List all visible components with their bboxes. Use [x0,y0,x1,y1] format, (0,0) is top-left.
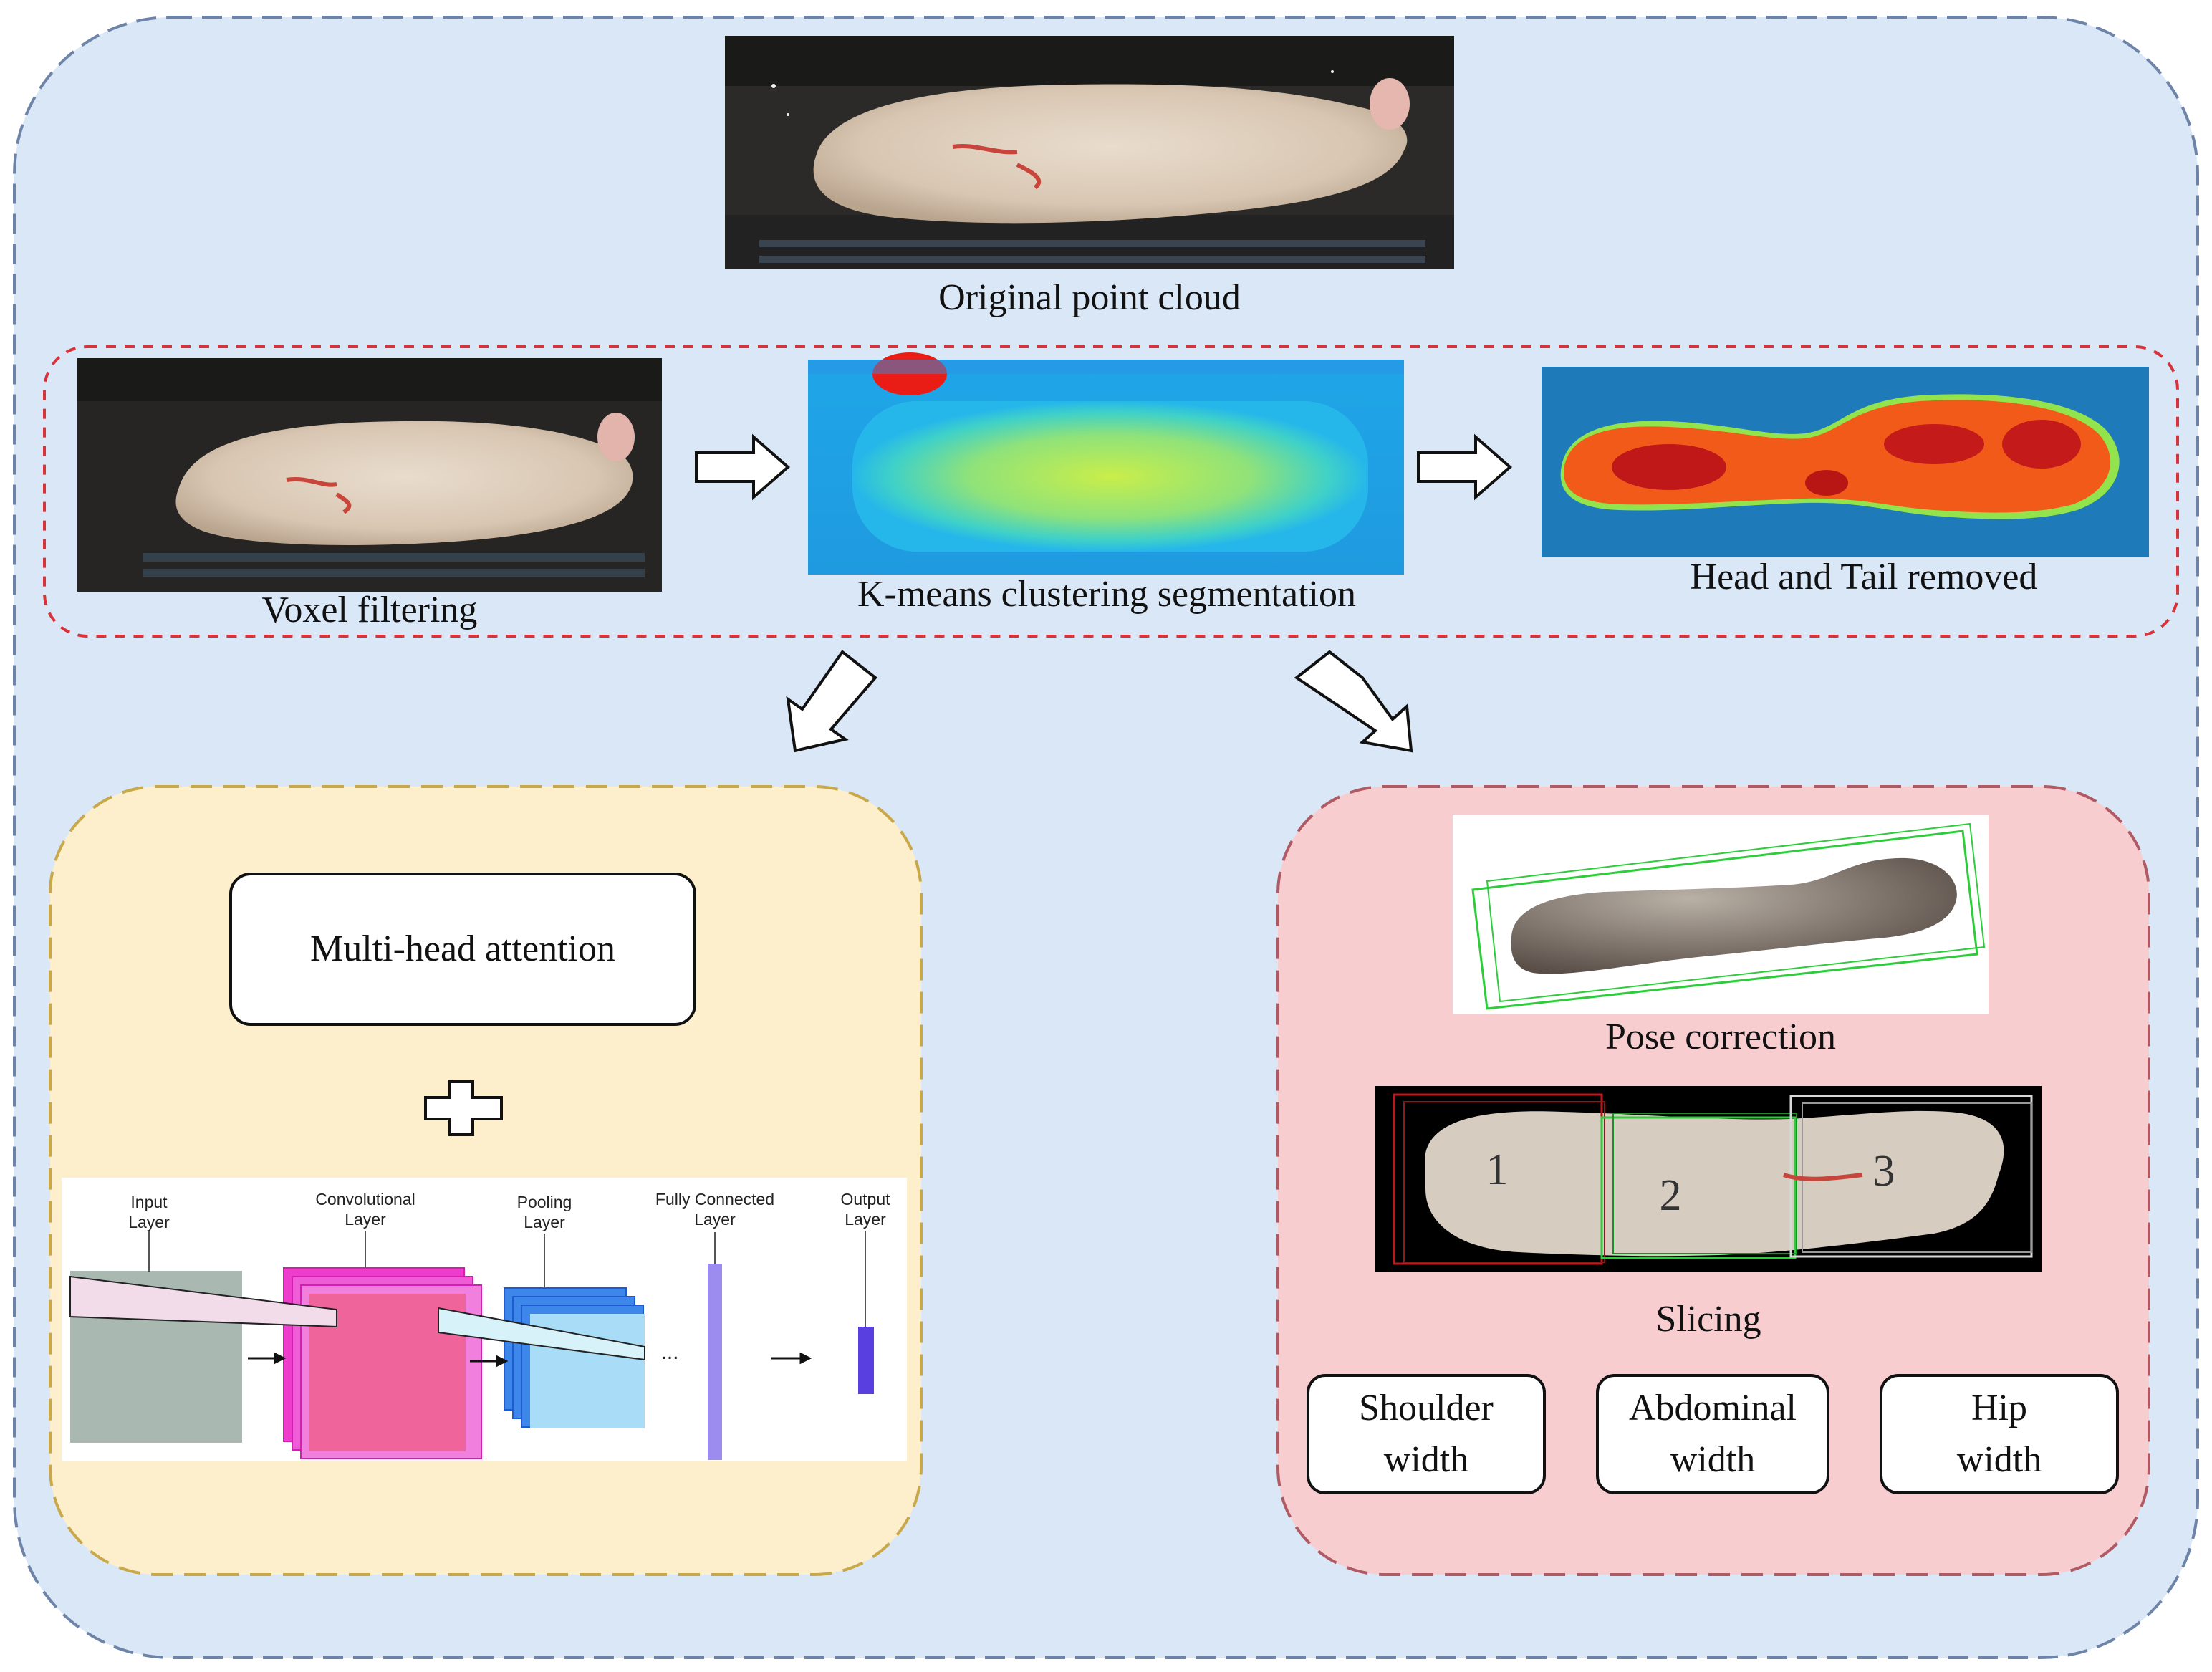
abdominal-width-line2: width [1670,1439,1756,1480]
caption-head-tail-removed: Head and Tail removed [1690,557,2038,597]
abdominal-width-line1: Abdominal [1629,1388,1797,1428]
plus-icon [424,1080,503,1136]
head-tail-removed-image [1542,367,2149,557]
caption-original-point-cloud: Original point cloud [938,277,1241,318]
kmeans-clustering-image [808,352,1404,575]
original-point-cloud-image [725,36,1454,269]
arrow-down-right [1294,650,1413,753]
arrow-right-2 [1417,433,1513,501]
cnn-ellipsis: ... [660,1340,679,1364]
pose-correction-image [1453,815,1989,1014]
cnn-diagram [62,1178,907,1461]
arrow-right-1 [695,433,791,501]
caption-slicing: Slicing [1655,1299,1761,1340]
slice-label-2: 2 [1659,1171,1682,1220]
shoulder-width-line2: width [1383,1439,1469,1480]
hip-width-box: Hip width [1880,1374,2119,1494]
abdominal-width-box: Abdominal width [1596,1374,1829,1494]
slice-label-1: 1 [1486,1145,1509,1194]
voxel-filtering-image [77,358,662,592]
preprocessing-band [43,345,2179,638]
multi-head-attention-label: Multi-head attention [309,928,615,969]
arrow-down-left [786,650,877,753]
slicing-image [1375,1086,2042,1272]
multi-head-attention-box: Multi-head attention [229,873,696,1026]
caption-pose-correction: Pose correction [1605,1017,1836,1057]
caption-kmeans: K-means clustering segmentation [857,574,1357,615]
hip-width-line1: Hip [1971,1388,2027,1428]
slice-label-3: 3 [1872,1147,1895,1196]
hip-width-line2: width [1956,1439,2042,1480]
shoulder-width-line1: Shoulder [1359,1388,1494,1428]
caption-voxel-filtering: Voxel filtering [261,590,478,630]
shoulder-width-box: Shoulder width [1307,1374,1546,1494]
